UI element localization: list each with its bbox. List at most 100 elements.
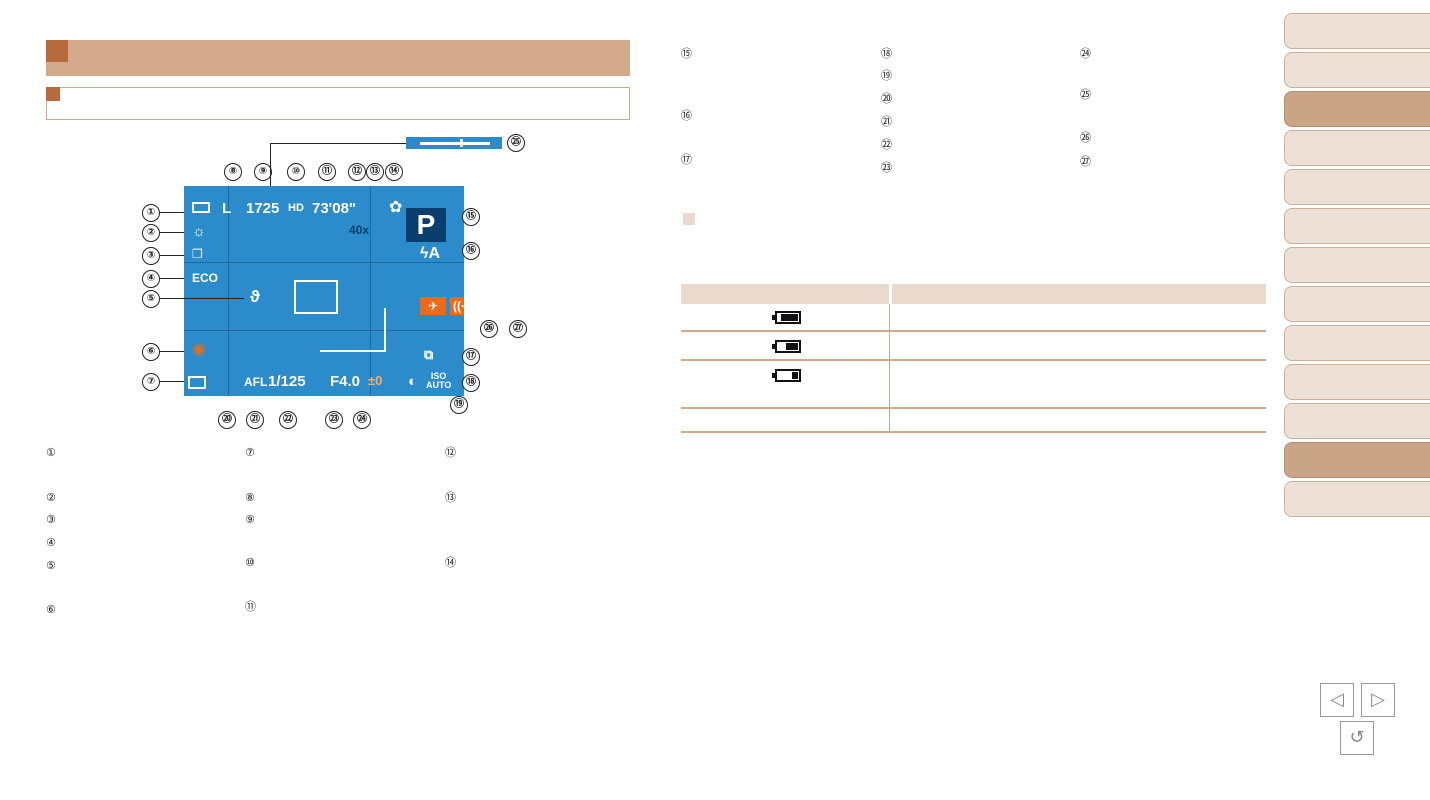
macro-icon: ✿ <box>389 199 403 216</box>
chapter-tab-7[interactable] <box>1284 247 1430 283</box>
white-balance-icon: ☼ <box>192 223 206 240</box>
leader-line <box>160 212 184 213</box>
legend-number: ③ <box>46 514 56 526</box>
legend-number: ⑨ <box>245 514 255 526</box>
battery-fill <box>781 314 798 321</box>
camera-screen-diagram: L 1725 HD 73'08" 40x ✿ P ϟA ☼ ❐ ECO ϑ ✈ … <box>184 186 464 396</box>
callout: ⑭ <box>385 163 403 181</box>
image-stabilization-icon: ◉ <box>192 341 206 358</box>
callout: ㉑ <box>246 411 264 429</box>
callout: ⑦ <box>142 373 160 391</box>
legend-number: ㉕ <box>1080 89 1091 101</box>
legend-number: ⑤ <box>46 560 56 572</box>
ae-lock-label: AFL <box>244 375 268 389</box>
chapter-tab-5[interactable] <box>1284 169 1430 205</box>
chapter-tab-8[interactable] <box>1284 286 1430 322</box>
legend-number: ㉒ <box>881 139 892 151</box>
chapter-tab-10[interactable] <box>1284 364 1430 400</box>
legend-number: ⑲ <box>881 70 892 82</box>
image-size-label: L <box>222 200 232 217</box>
legend-number: ㉗ <box>1080 156 1091 168</box>
legend-number: ⑩ <box>245 557 255 569</box>
callout: ⑯ <box>462 242 480 260</box>
legend-number: ④ <box>46 537 56 549</box>
callout: ⑱ <box>462 374 480 392</box>
recording-time: 73'08" <box>312 200 357 217</box>
legend-number: ⑯ <box>681 110 692 122</box>
leader-line <box>160 255 184 256</box>
callout: ㉖ <box>480 320 498 338</box>
chapter-tab-6[interactable] <box>1284 208 1430 244</box>
callout: ⑮ <box>462 208 480 226</box>
leader-overlay <box>384 308 386 352</box>
callout: ㉒ <box>279 411 297 429</box>
legend-number: ② <box>46 492 56 504</box>
table-divider <box>889 332 890 359</box>
chapter-tab-9[interactable] <box>1284 325 1430 361</box>
callout: ⑳ <box>218 411 236 429</box>
legend-number: ㉔ <box>1080 48 1091 60</box>
leader-line <box>160 351 184 352</box>
battery-low-icon <box>772 369 801 382</box>
flash-mode-icon: ϟA <box>420 245 441 262</box>
chapter-tab-1[interactable] <box>1284 13 1430 49</box>
legend-number: ⑳ <box>881 93 892 105</box>
chapter-tab-12-active[interactable] <box>1284 442 1430 478</box>
eco-mode-label: ECO <box>192 271 219 285</box>
section-header-bar <box>46 40 630 76</box>
legend-number: ㉖ <box>1080 132 1091 144</box>
callout: ㉓ <box>325 411 343 429</box>
af-frame <box>294 280 338 314</box>
leader-line <box>160 381 184 382</box>
callout: ⑲ <box>450 396 468 414</box>
grid-line <box>184 262 464 263</box>
chapter-tab-3-active[interactable] <box>1284 91 1430 127</box>
subsection-header-marker <box>46 87 60 101</box>
callout: ① <box>142 204 160 222</box>
chapter-tab-13[interactable] <box>1284 481 1430 517</box>
table-divider <box>889 409 890 431</box>
chapter-tab-2[interactable] <box>1284 52 1430 88</box>
callout: ⑫ <box>348 163 366 181</box>
blink-detection-icon: ✈ <box>420 297 446 315</box>
legend-number: ⑥ <box>46 604 56 616</box>
leader-line <box>160 278 184 279</box>
date-stamp-icon: ◐ <box>408 373 418 390</box>
leader-line <box>270 143 271 186</box>
shooting-mode-icon: P <box>406 208 446 242</box>
callout: ㉕ <box>507 134 525 152</box>
legend-number: ⑰ <box>681 154 692 166</box>
legend-number: ㉓ <box>881 162 892 174</box>
legend-number: ㉑ <box>881 116 892 128</box>
leader-line <box>160 232 184 233</box>
callout: ④ <box>142 270 160 288</box>
previous-page-button[interactable]: ◁ <box>1320 683 1354 717</box>
leader-overlay <box>320 350 384 352</box>
leader-line <box>160 298 244 299</box>
table-row <box>681 332 1266 361</box>
next-page-button[interactable]: ▷ <box>1361 683 1395 717</box>
iso-sub-label: AUTO <box>426 380 452 390</box>
callout: ⑩ <box>287 163 305 181</box>
exposure-compensation: ±0 <box>368 373 383 388</box>
zoom-bar <box>406 137 502 149</box>
chapter-tab-4[interactable] <box>1284 130 1430 166</box>
zoom-factor: 40x <box>349 223 370 237</box>
back-button[interactable]: ↺ <box>1340 721 1374 755</box>
legend-number: ⑭ <box>445 557 456 569</box>
table-row <box>681 361 1266 409</box>
battery-full-icon <box>772 311 801 324</box>
iso-label: ISO <box>430 371 447 381</box>
legend-number: ⑦ <box>245 447 255 459</box>
callout: ㉗ <box>509 320 527 338</box>
callout: ② <box>142 224 160 242</box>
section-header-marker <box>46 40 68 62</box>
callout: ⑰ <box>462 348 480 366</box>
legend-number: ⑮ <box>681 48 692 60</box>
chapter-tab-11[interactable] <box>1284 403 1430 439</box>
table-divider <box>889 304 890 330</box>
callout: ㉔ <box>353 411 371 429</box>
legend-number: ① <box>46 447 56 459</box>
callout: ⑥ <box>142 343 160 361</box>
